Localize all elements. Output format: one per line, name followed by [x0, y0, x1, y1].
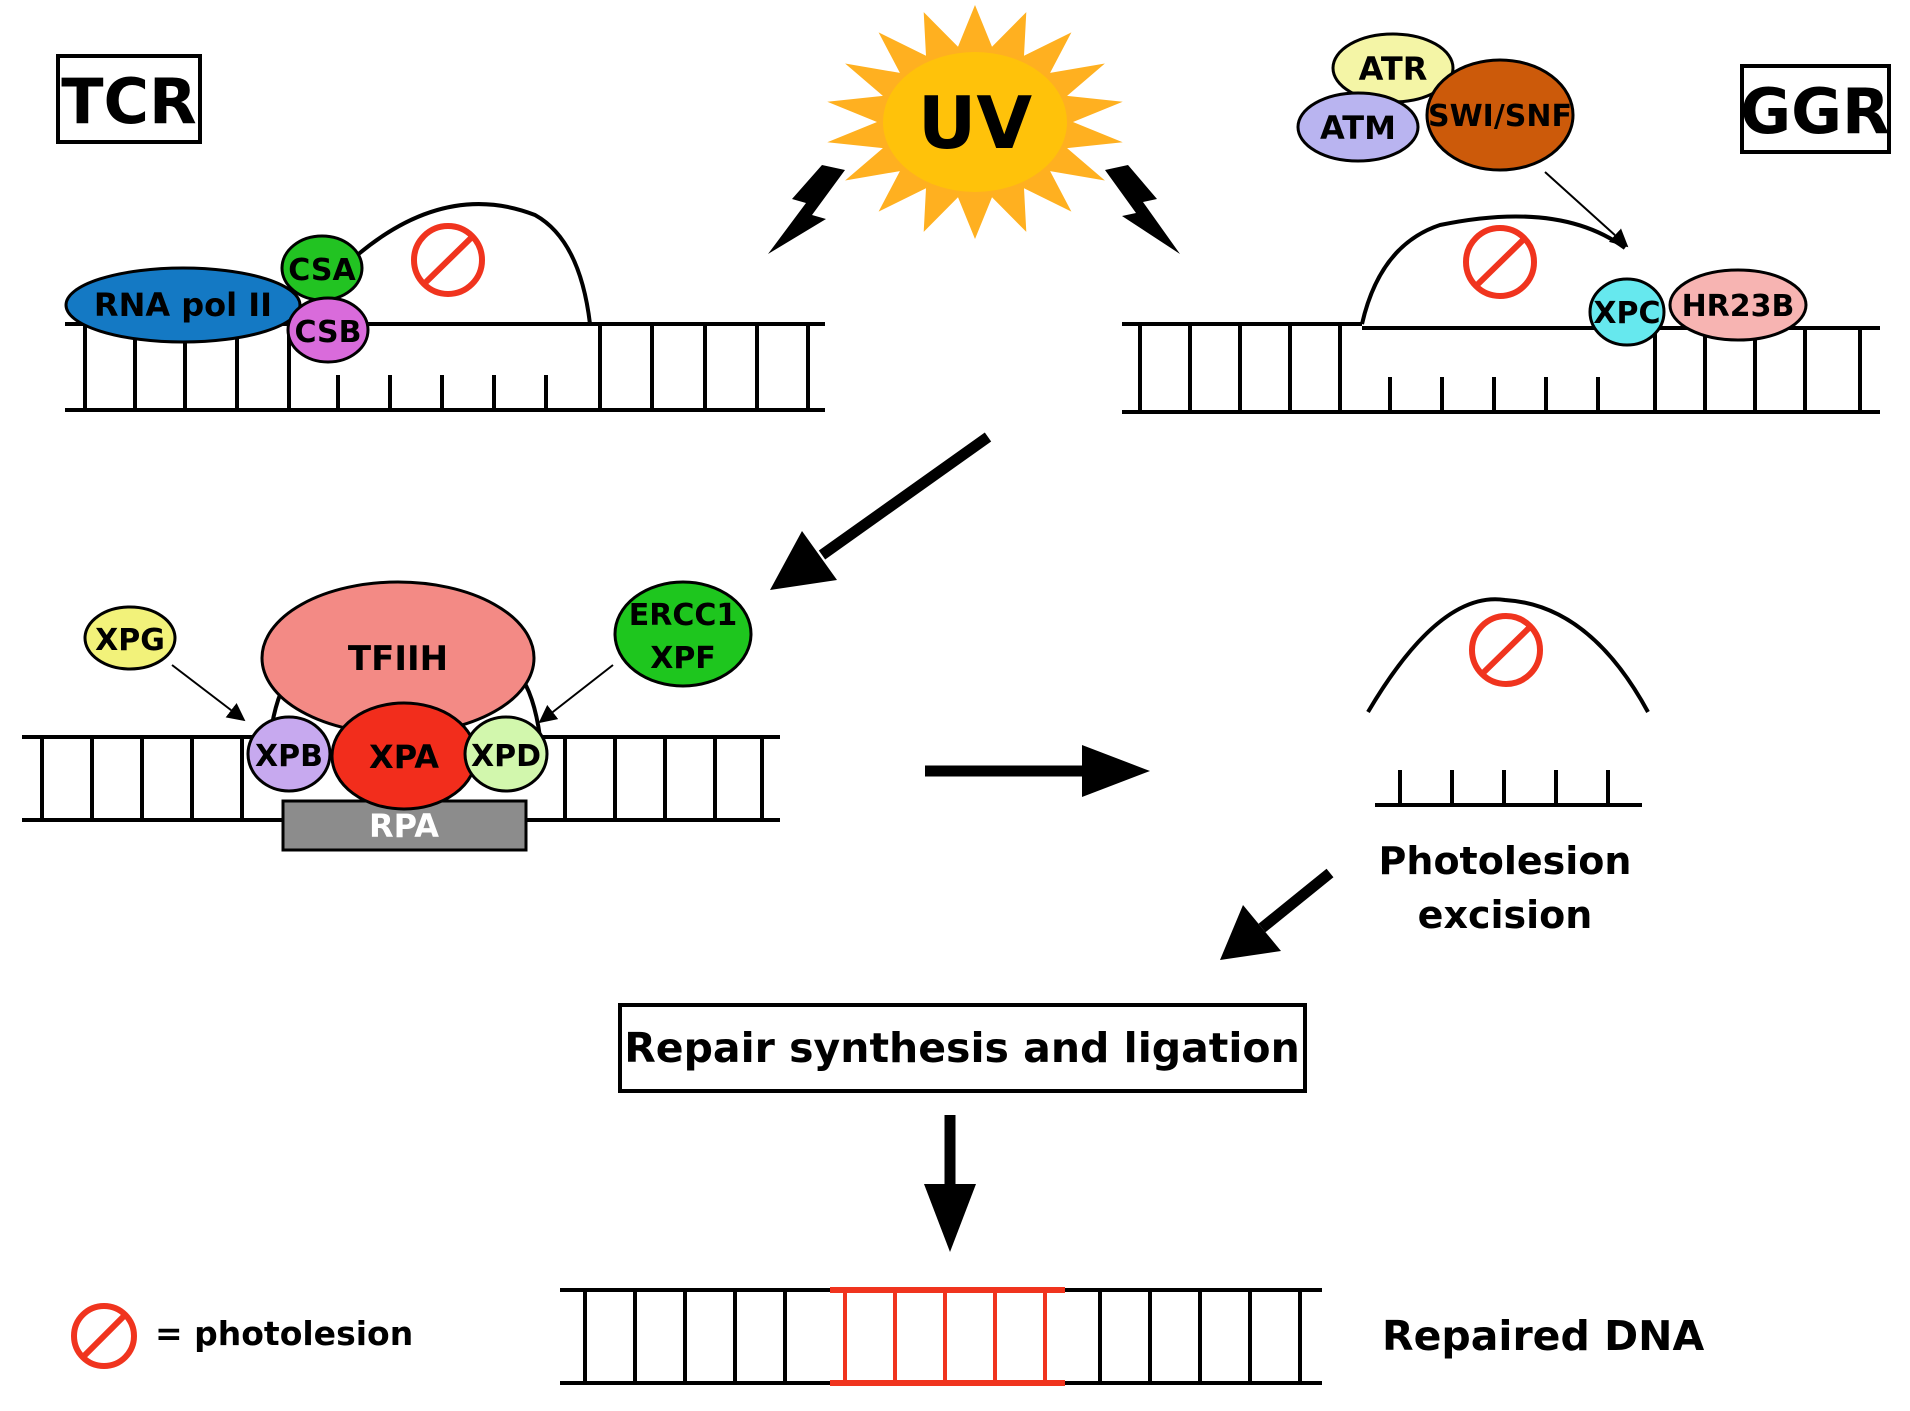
atm: ATM [1296, 91, 1420, 163]
svg-text:CSA: CSA [288, 253, 356, 288]
xpb: XPB [246, 715, 332, 793]
rna-pol-ii: RNA pol II [64, 266, 302, 344]
lightning-bolt-icon [1105, 165, 1180, 254]
uv-text: UV [918, 81, 1032, 165]
repaired-dna [560, 1287, 1322, 1386]
repaired-dna-label: Repaired DNA [1382, 1312, 1704, 1360]
xpg: XPG [83, 605, 177, 671]
sun-core [883, 52, 1067, 192]
excised-fragment [1366, 597, 1650, 807]
svg-text:XPC: XPC [1593, 296, 1660, 331]
svg-text:XPF: XPF [650, 641, 716, 676]
ercc1-xpf: ERCC1 XPF [613, 580, 753, 688]
swi-snf: SWI/SNF [1425, 58, 1575, 172]
svg-text:Repair synthesis and ligation: Repair synthesis and ligation [624, 1024, 1300, 1072]
svg-text:XPA: XPA [369, 738, 439, 776]
prohibition-icon [411, 223, 485, 297]
svg-text:RPA: RPA [369, 807, 439, 845]
svg-text:XPD: XPD [471, 739, 541, 774]
flow-arrow-down-left [770, 432, 992, 590]
lightning-bolt-icon [768, 165, 845, 254]
svg-text:XPG: XPG [95, 623, 165, 658]
photolesion-excision-label-line2: excision [1418, 893, 1593, 937]
incision-dna-rungs [40, 737, 764, 820]
photolesion-excision-label-line1: Photolesion [1379, 839, 1632, 883]
repair-synthesis-box: Repair synthesis and ligation [618, 1003, 1307, 1093]
legend-text: = photolesion [155, 1314, 413, 1353]
atr: ATR [1331, 32, 1455, 104]
svg-text:XPB: XPB [255, 739, 323, 774]
xpc: XPC [1588, 277, 1666, 347]
tcr-dna-rungs [83, 324, 810, 410]
excised-fragment-rungs [1398, 770, 1610, 805]
svg-text:HR23B: HR23B [1682, 289, 1795, 324]
flow-arrow-down [924, 1115, 976, 1252]
tcr-label: TCR [56, 54, 202, 144]
svg-text:TFIIH: TFIIH [348, 639, 448, 679]
prohibition-icon [1463, 225, 1537, 299]
xpd: XPD [463, 715, 549, 793]
legend: = photolesion [71, 1303, 413, 1369]
svg-text:ATR: ATR [1359, 50, 1428, 88]
uv-sun: UV [827, 5, 1123, 239]
svg-text:ERCC1: ERCC1 [629, 598, 738, 633]
svg-text:SWI/SNF: SWI/SNF [1428, 99, 1572, 134]
flow-arrow-right [925, 745, 1150, 797]
ercc1-arrow [538, 664, 614, 724]
tfiih: TFIIH [260, 580, 536, 736]
svg-text:GGR: GGR [1740, 75, 1890, 148]
xpa: XPA [330, 701, 478, 811]
ggr-dna-rungs [1138, 324, 1862, 412]
csb: CSB [286, 296, 370, 364]
repaired-dna-rungs [583, 1290, 1302, 1383]
flow-arrow-down-left-2 [1220, 868, 1334, 960]
ggr-label: GGR [1740, 64, 1891, 154]
csa: CSA [280, 234, 364, 302]
svg-text:CSB: CSB [294, 315, 361, 350]
xpg-arrow [171, 664, 246, 722]
prohibition-icon [1469, 613, 1543, 687]
recruit-arrow [1544, 171, 1629, 248]
svg-text:RNA pol II: RNA pol II [94, 286, 272, 324]
svg-text:ATM: ATM [1320, 109, 1396, 147]
svg-text:TCR: TCR [61, 65, 197, 138]
hr23b: HR23B [1668, 268, 1808, 342]
prohibition-icon [71, 1303, 137, 1369]
